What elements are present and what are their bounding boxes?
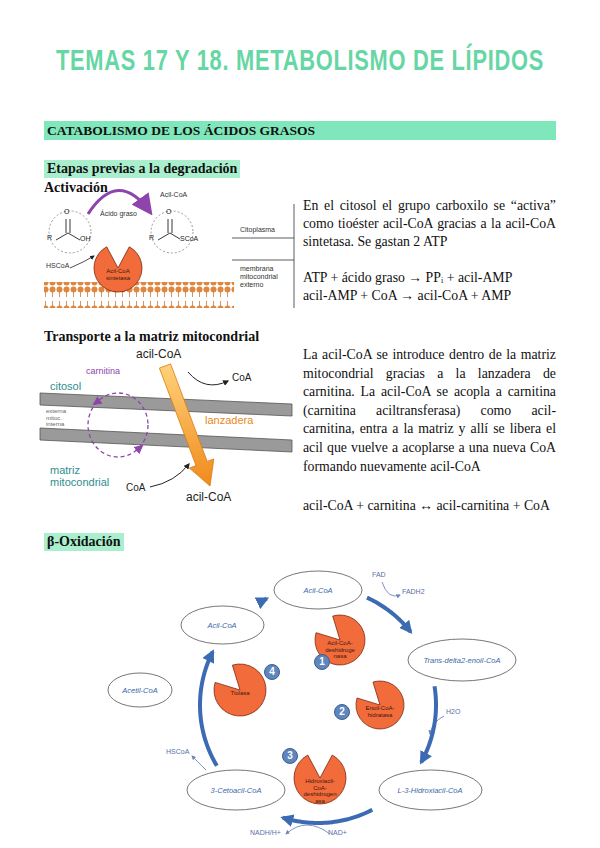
equation: acil-AMP + CoA → acil-CoA + AMP [303,288,511,304]
compartment-label: matriz mitocondrial [50,464,120,488]
callout-number: 2 [334,704,350,720]
subheading: Activación [44,180,108,196]
section-heading: β-Oxidación [47,534,121,550]
section-band: CATABOLISMO DE LOS ÁCIDOS GRASOS [44,121,556,140]
cycle-arrow [283,810,373,823]
carnitine-loop [88,393,148,457]
membrane [44,282,234,308]
enzyme-name: Acil-CoA sintetasa [103,268,134,281]
equation: acil-CoA + carnitina ↔ acil-carnitina + … [303,498,550,514]
metabolite-ellipse: Trans-delta2-enoil-CoA [407,638,517,682]
equation: ATP + ácido graso → PPᵢ + acil-AMP [303,270,512,286]
callout-number: 3 [282,748,298,764]
metabolite-ellipse: Acil-CoA [273,570,363,610]
section-heading: Etapas previas a la degradación [47,161,237,177]
callout-number: 4 [264,664,280,680]
cofactor-label: FAD [372,571,386,578]
cycle-arrow [200,652,217,766]
compartment-label: citosol [50,380,81,392]
atom-label: OH [80,235,91,242]
metabolite-name: Acil-CoA [207,621,236,630]
cofactor-label: HSCoA [166,748,189,755]
metabolite-name: Acetil-CoA [122,686,157,695]
transport-figure [40,364,292,487]
membrane-label: externa mitoc. interna [46,408,72,428]
enzyme-shape: Hidroxiacil-CoA-deshidrogenasa [293,751,347,805]
metabolite-name: L-3-Hidroxiacil-CoA [397,786,462,795]
hscoa-arrow [70,256,94,268]
cofactor-label: H2O [446,708,460,715]
cycle-arrow [367,598,411,632]
figure-label: acil-CoA [136,347,181,361]
enzyme-name: Enoil-CoA-hidratasa [365,705,396,718]
figure-label: CoA [126,482,145,493]
acid-bonds [56,219,80,240]
metabolite-name: 3-Cetoacil-CoA [211,786,262,795]
activation-figure [44,190,294,308]
subheading: Transporte a la matriz mitocondrial [44,329,259,345]
atom-label: SCoA [180,235,198,242]
callout-number: 1 [314,654,330,670]
coa-arrow [150,464,189,487]
inner-membrane [40,428,292,452]
cycle-arrow [421,686,436,762]
metabolite-ellipse: Acetil-CoA [107,672,173,708]
figure-label: HSCoA [46,262,69,269]
paragraph: La acil-CoA se introduce dentro de la ma… [303,346,556,476]
coa-arrow [188,372,228,385]
atom-label: O [64,208,69,215]
molecule-outline [151,211,193,253]
compartment-label: membrana mitocondrial externo [240,265,292,289]
metabolite-ellipse: Acil-CoA [180,605,265,645]
metabolite-ellipse: L-3-Hidroxiacil-CoA [378,769,483,811]
compartment-label: Citoplasma [240,226,275,233]
loop-arrow [136,446,142,451]
page-title: TEMAS 17 Y 18. METABOLISMO DE LÍPIDOS [56,44,544,76]
acyl-bonds [158,219,180,240]
enzyme-shape: Tiolasa [213,663,267,717]
outer-membrane [40,393,292,416]
loop-arrow [94,400,100,404]
metabolite-name: Trans-delta2-enoil-CoA [424,656,501,665]
molecule-outline [49,211,91,253]
metabolite-ellipse: 3-Cetoacil-CoA [186,769,286,811]
atom-label: R [149,234,154,241]
atom-label: R [47,234,52,241]
figure-label: carnitina [86,366,120,376]
cofactor-label: FADH2 [402,588,425,595]
paragraph: En el citosol el grupo carboxilo se “act… [303,197,556,251]
enzyme-name: Tiolasa [223,690,256,697]
enzyme-name: Hidroxiacil-CoA-deshidrogenasa [303,778,336,804]
figure-label: CoA [232,372,251,383]
figure-label: lanzadera [205,414,253,426]
highlight-heading: β-Oxidación [44,533,124,551]
figure-label: Ácido graso [100,210,137,217]
figure-label: acil-CoA [186,490,231,504]
bracket [232,204,294,308]
enzyme-shape: Acil-CoA sintetasa [93,243,143,293]
figure-label: Acil-CoA [160,191,187,198]
metabolite-name: Acil-CoA [303,586,332,595]
cofactor-label: NAD+ [328,829,347,836]
atom-label: O [166,208,171,215]
enzyme-shape: Enoil-CoA-hidratasa [355,680,405,730]
highlight-heading: Etapas previas a la degradación [44,160,240,178]
cycle-arrow [261,599,267,602]
section-heading: CATABOLISMO DE LOS ÁCIDOS GRASOS [47,123,315,139]
cofactor-label: NADH/H+ [250,829,281,836]
